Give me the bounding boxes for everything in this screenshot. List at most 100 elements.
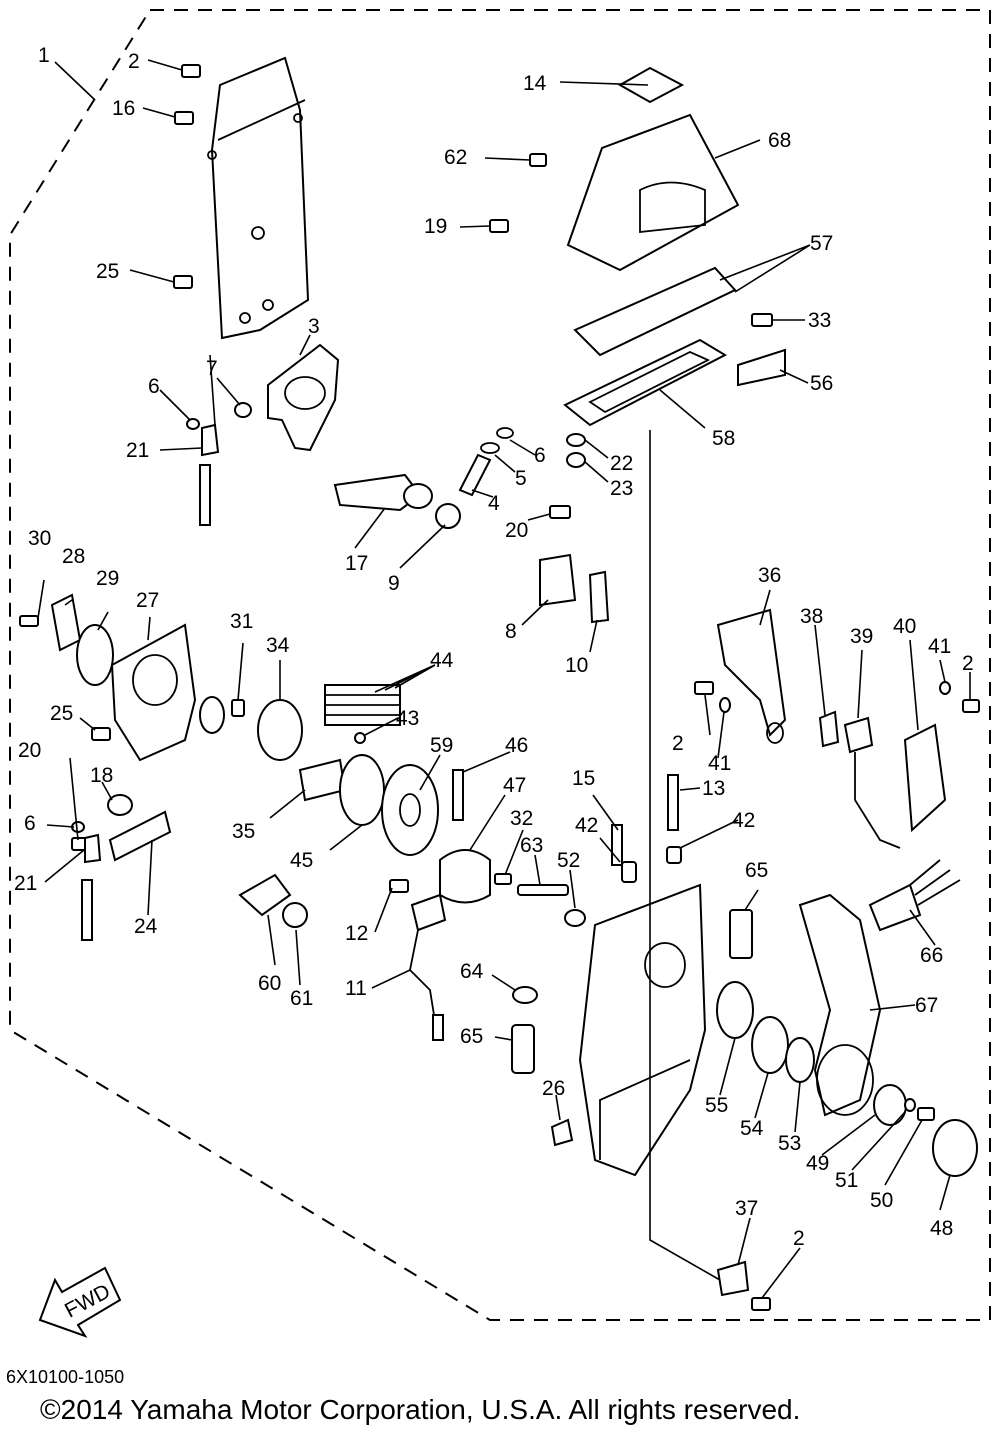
callout-47: 47 (503, 774, 526, 797)
callout-44: 44 (430, 649, 454, 672)
callout-25b: 25 (50, 702, 73, 725)
callout-7: 7 (206, 357, 218, 380)
housing-27 (110, 623, 197, 762)
callout-68: 68 (768, 129, 791, 152)
callout-16: 16 (112, 97, 135, 120)
callout-30: 30 (28, 527, 51, 550)
bracket-3 (267, 343, 340, 452)
callout-58: 58 (712, 427, 735, 450)
callout-55: 55 (705, 1094, 728, 1117)
callout-27: 27 (136, 589, 159, 612)
switch-11 (410, 893, 447, 932)
callout-50: 50 (870, 1189, 893, 1212)
callout-57: 57 (810, 232, 833, 255)
callout-21b: 21 (14, 872, 37, 895)
callout-20: 20 (505, 519, 528, 542)
grip-40 (903, 723, 947, 833)
callout-41b: 41 (708, 752, 731, 775)
bolts-upper-left (173, 64, 201, 289)
callout-10: 10 (565, 654, 588, 677)
callout-21: 21 (126, 439, 149, 462)
handle-36 (716, 608, 787, 737)
frame-57 (573, 266, 737, 357)
cover-68 (566, 113, 740, 272)
callout-60: 60 (258, 972, 281, 995)
callout-2c: 2 (672, 732, 684, 755)
callout-2: 2 (128, 50, 140, 73)
callout-4: 4 (488, 492, 500, 515)
seal-56 (737, 348, 786, 387)
callout-39: 39 (850, 625, 873, 648)
lever-24 (108, 810, 172, 862)
leader-lines (37, 59, 971, 1299)
callout-6c: 6 (24, 812, 36, 835)
callout-31: 31 (230, 610, 253, 633)
callout-12: 12 (345, 922, 368, 945)
callout-1: 1 (38, 44, 50, 67)
callout-18: 18 (90, 764, 113, 787)
callout-25: 25 (96, 260, 119, 283)
callout-59: 59 (430, 734, 453, 757)
callout-49: 49 (806, 1152, 829, 1175)
callout-40: 40 (893, 615, 916, 638)
label-14 (617, 66, 685, 104)
callout-52: 52 (557, 849, 580, 872)
callout-23: 23 (610, 477, 633, 500)
callout-42: 42 (575, 814, 598, 837)
callout-15: 15 (572, 767, 595, 790)
callout-19: 19 (424, 215, 447, 238)
callout-26: 26 (542, 1077, 565, 1100)
callout-53: 53 (778, 1132, 801, 1155)
callout-65b: 65 (745, 859, 768, 882)
callout-29: 29 (96, 567, 119, 590)
callout-6b: 6 (534, 444, 546, 467)
callout-46: 46 (505, 734, 528, 757)
callout-35: 35 (232, 820, 255, 843)
callout-67: 67 (915, 994, 938, 1017)
callout-9: 9 (388, 572, 400, 595)
callout-5: 5 (515, 467, 527, 490)
callout-17: 17 (345, 552, 368, 575)
gasket-58 (563, 338, 728, 427)
callout-8: 8 (505, 620, 517, 643)
copyright-notice: ©2014 Yamaha Motor Corporation, U.S.A. A… (40, 1394, 801, 1425)
callout-2d: 2 (793, 1227, 805, 1250)
callout-64: 64 (460, 960, 484, 983)
upper-left-plate (207, 56, 310, 340)
callout-56: 56 (810, 372, 833, 395)
callout-14: 14 (523, 72, 547, 95)
callout-45: 45 (290, 849, 313, 872)
callout-24: 24 (134, 915, 158, 938)
callout-62: 62 (444, 146, 467, 169)
callout-34: 34 (266, 634, 290, 657)
lever-arm-67 (798, 893, 882, 1117)
main-housing (578, 883, 707, 1177)
callout-48: 48 (930, 1217, 953, 1240)
callout-51: 51 (835, 1169, 858, 1192)
callout-41: 41 (928, 635, 951, 658)
callout-66: 66 (920, 944, 943, 967)
callout-37: 37 (735, 1197, 758, 1220)
assembly-boundary (9, 9, 991, 1321)
callout-20b: 20 (18, 739, 41, 762)
callout-11: 11 (345, 977, 367, 1000)
catalog-code: 6X10100-1050 (6, 1367, 125, 1387)
callout-38: 38 (800, 605, 823, 628)
fwd-arrow-icon: FWD (38, 1266, 122, 1338)
callout-22: 22 (610, 452, 633, 475)
callout-32: 32 (510, 807, 533, 830)
callout-3: 3 (308, 315, 320, 338)
callout-42b: 42 (732, 809, 755, 832)
callout-6: 6 (148, 375, 160, 398)
callout-43: 43 (396, 707, 419, 730)
callout-13: 13 (702, 777, 725, 800)
part-callouts: 1 2 16 25 3 7 6 21 17 9 6 5 4 20 8 10 14… (14, 44, 974, 1250)
callout-33: 33 (808, 309, 831, 332)
callout-54: 54 (740, 1117, 764, 1140)
callout-28: 28 (62, 545, 85, 568)
callout-2b: 2 (962, 652, 974, 675)
callout-36: 36 (758, 564, 781, 587)
callout-65: 65 (460, 1025, 483, 1048)
callout-61: 61 (290, 987, 313, 1010)
